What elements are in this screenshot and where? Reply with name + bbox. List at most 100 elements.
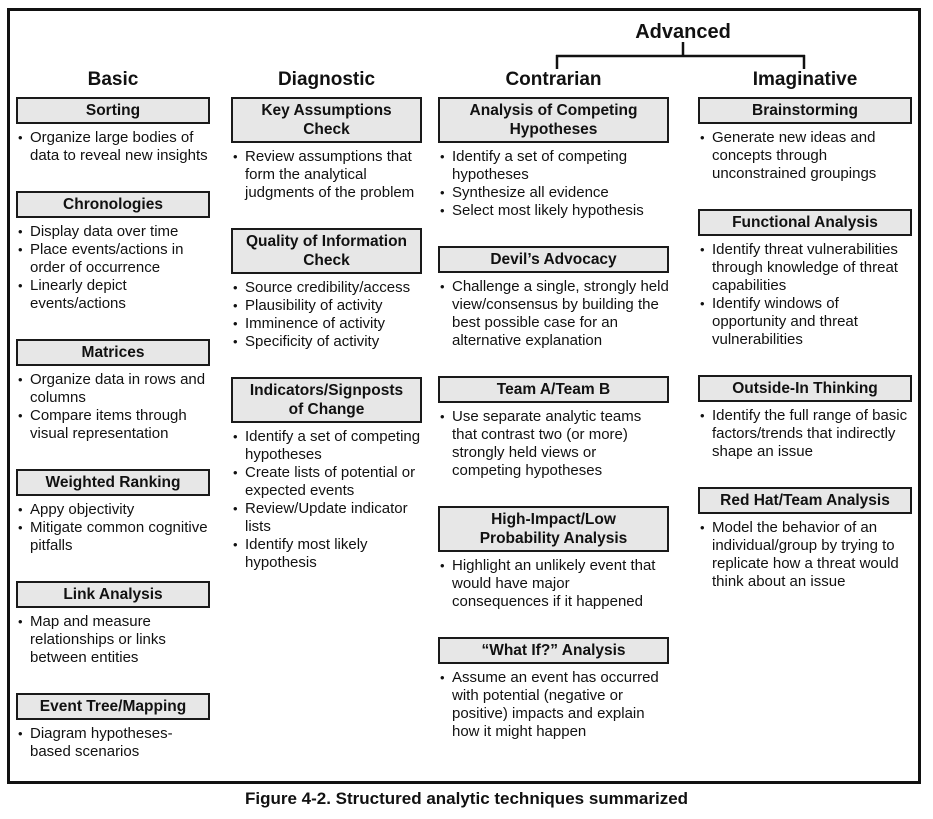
bullet-marker-icon: • (440, 670, 445, 685)
technique-bullet: •Assume an event has occurred with poten… (438, 669, 669, 741)
bullet-text: Source credibility/access (245, 279, 411, 296)
bullet-marker-icon: • (18, 242, 23, 257)
technique-bullet: •Challenge a single, strongly held view/… (438, 278, 669, 350)
technique-title-box: Functional Analysis (698, 209, 912, 236)
technique-bullet-list: • Appy objectivity • Mitigate common cognit… (16, 501, 210, 555)
bullet-text: Map and measure relationships or links b… (30, 613, 166, 666)
technique-matrices: Matrices •Organize data in rows and colum… (16, 339, 210, 443)
bullet-text: Appy objectivity (30, 501, 135, 518)
bullet-text: Identify threat vulnerabilities through … (712, 241, 898, 294)
technique-outside-in-thinking: Outside-In Thinking •Identify the full ra… (698, 375, 912, 461)
bullet-marker-icon: • (18, 130, 23, 145)
figure-caption: Figure 4-2. Structured analytic techniqu… (244, 789, 689, 808)
technique-bullet: •Use separate analytic teams that contra… (438, 408, 669, 480)
bullet-marker-icon: • (233, 316, 238, 331)
technique-bullet-list: •Review assumptions that form the analyt… (231, 148, 422, 202)
technique-event-tree-mapping: Event Tree/Mapping •Diagram hypotheses-ba… (16, 693, 210, 761)
technique-bullet: • Identify threat vulnerabilities through… (698, 241, 912, 295)
bullet-marker-icon: • (18, 502, 23, 517)
bullet-text: Identify windows of opportunity and thre… (712, 295, 858, 348)
technique-analysis-of-competing-hypotheses: Analysis of Competing Hypotheses • Identif… (438, 97, 669, 220)
bullet-marker-icon: • (233, 465, 238, 480)
column-header-basic: Basic (87, 69, 139, 90)
bullet-text: Model the behavior of an individual/grou… (712, 519, 899, 590)
bullet-text: Mitigate common cognitive pitfalls (30, 519, 208, 554)
technique-bullet-list: •Diagram hypotheses-based scenarios (16, 725, 210, 761)
technique-bullet: • Review/Update indicator lists (231, 500, 422, 536)
technique-bullet: •Identify most likely hypothesis (231, 536, 422, 572)
bullet-text: Compare items through visual representat… (30, 407, 187, 442)
bullet-marker-icon: • (233, 501, 238, 516)
bullet-marker-icon: • (700, 408, 705, 423)
technique-bullet-list: •Generate new ideas and concepts through… (698, 129, 912, 183)
bullet-marker-icon: • (18, 520, 23, 535)
technique-brainstorming: Brainstorming •Generate new ideas and con… (698, 97, 912, 183)
bullet-marker-icon: • (233, 537, 238, 552)
bullet-text: Review/Update indicator lists (245, 500, 408, 535)
bullet-marker-icon: • (440, 149, 445, 164)
technique-title-box: Link Analysis (16, 581, 210, 608)
technique-what-if-analysis: “What If?” Analysis•Assume an event has … (438, 637, 669, 741)
technique-bullet: • Select most likely hypothesis (438, 202, 669, 220)
technique-bullet: •Highlight an unlikely event that would … (438, 557, 669, 611)
technique-bullet-list: • Organize large bodies of data to reveal… (16, 129, 210, 165)
technique-bullet: •Review assumptions that form the analyt… (231, 148, 422, 202)
technique-title-box: Matrices (16, 339, 210, 366)
technique-bullet: •Plausibility of activity (231, 297, 422, 315)
bullet-marker-icon: • (18, 614, 23, 629)
technique-bullet: • Display data over time (16, 223, 210, 241)
technique-bullet: • Identify a set of competing hypotheses (231, 428, 422, 464)
technique-bullet: • Place events/actions in order of occurr… (16, 241, 210, 277)
bullet-text: Display data over time (30, 223, 179, 240)
bullet-text: Identify a set of competing hypotheses (452, 148, 628, 183)
technique-bullet-list: •Assume an event has occurred with poten… (438, 669, 669, 741)
technique-chronologies: Chronologies • Display data over time • Plac… (16, 191, 210, 313)
bullet-marker-icon: • (700, 130, 705, 145)
technique-bullet: •Synthesize all evidence (438, 184, 669, 202)
bullet-text: Plausibility of activity (245, 297, 383, 314)
technique-bullet: •Identify the full range of basic factor… (698, 407, 912, 461)
technique-bullet-list: •Organize data in rows and columns•Compa… (16, 371, 210, 443)
technique-title-box: Key Assumptions Check (231, 97, 422, 143)
bullet-text: Select most likely hypothesis (452, 202, 644, 219)
bullet-marker-icon: • (233, 429, 238, 444)
bullet-text: Organize large bodies of data to reveal … (30, 129, 208, 164)
column-header-imaginative: Imaginative (752, 69, 858, 90)
bullet-marker-icon: • (18, 408, 23, 423)
technique-indicators-signposts-of-change: Indicators/Signposts of Change•Identify … (231, 377, 422, 572)
bullet-text: Diagram hypotheses-based scenarios (30, 725, 173, 760)
bullet-marker-icon: • (440, 203, 445, 218)
technique-link-analysis: Link Analysis • Map and measure relationsh… (16, 581, 210, 667)
technique-bullet-list: • Map and measure relationships or links … (16, 613, 210, 667)
technique-title-box: Analysis of Competing Hypotheses (438, 97, 669, 143)
technique-bullet-list: •Highlight an unlikely event that would … (438, 557, 669, 611)
technique-title-box: Event Tree/Mapping (16, 693, 210, 720)
technique-title-box: High-Impact/Low Probability Analysis (438, 506, 669, 552)
technique-title-box: Devil’s Advocacy (438, 246, 669, 273)
bullet-marker-icon: • (18, 224, 23, 239)
technique-bullet: •Linearly depict events/actions (16, 277, 210, 313)
technique-bullet: •Generate new ideas and concepts through… (698, 129, 912, 183)
column-header-diagnostic: Diagnostic (277, 69, 376, 90)
technique-bullet: • Appy objectivity (16, 501, 210, 519)
technique-title-box: Indicators/Signposts of Change (231, 377, 422, 423)
bullet-marker-icon: • (233, 280, 238, 295)
bullet-text: Place events/actions in order of occurre… (30, 241, 184, 276)
technique-key-assumptions-check: Key Assumptions Check •Review assumptions… (231, 97, 422, 202)
technique-title-box: Brainstorming (698, 97, 912, 124)
technique-bullet: •Model the behavior of an individual/gro… (698, 519, 912, 591)
technique-bullet: •Specificity of activity (231, 333, 422, 351)
technique-bullet-list: •Identify the full range of basic factor… (698, 407, 912, 461)
technique-title-box: Outside-In Thinking (698, 375, 912, 402)
technique-bullet: • Source credibility/access (231, 279, 422, 297)
bullet-text: Identify a set of competing hypotheses (245, 428, 421, 463)
bullet-text: Highlight an unlikely event that would h… (452, 557, 656, 610)
technique-title-box: Chronologies (16, 191, 210, 218)
technique-bullet: • Identify a set of competing hypotheses (438, 148, 669, 184)
bullet-marker-icon: • (700, 242, 705, 257)
